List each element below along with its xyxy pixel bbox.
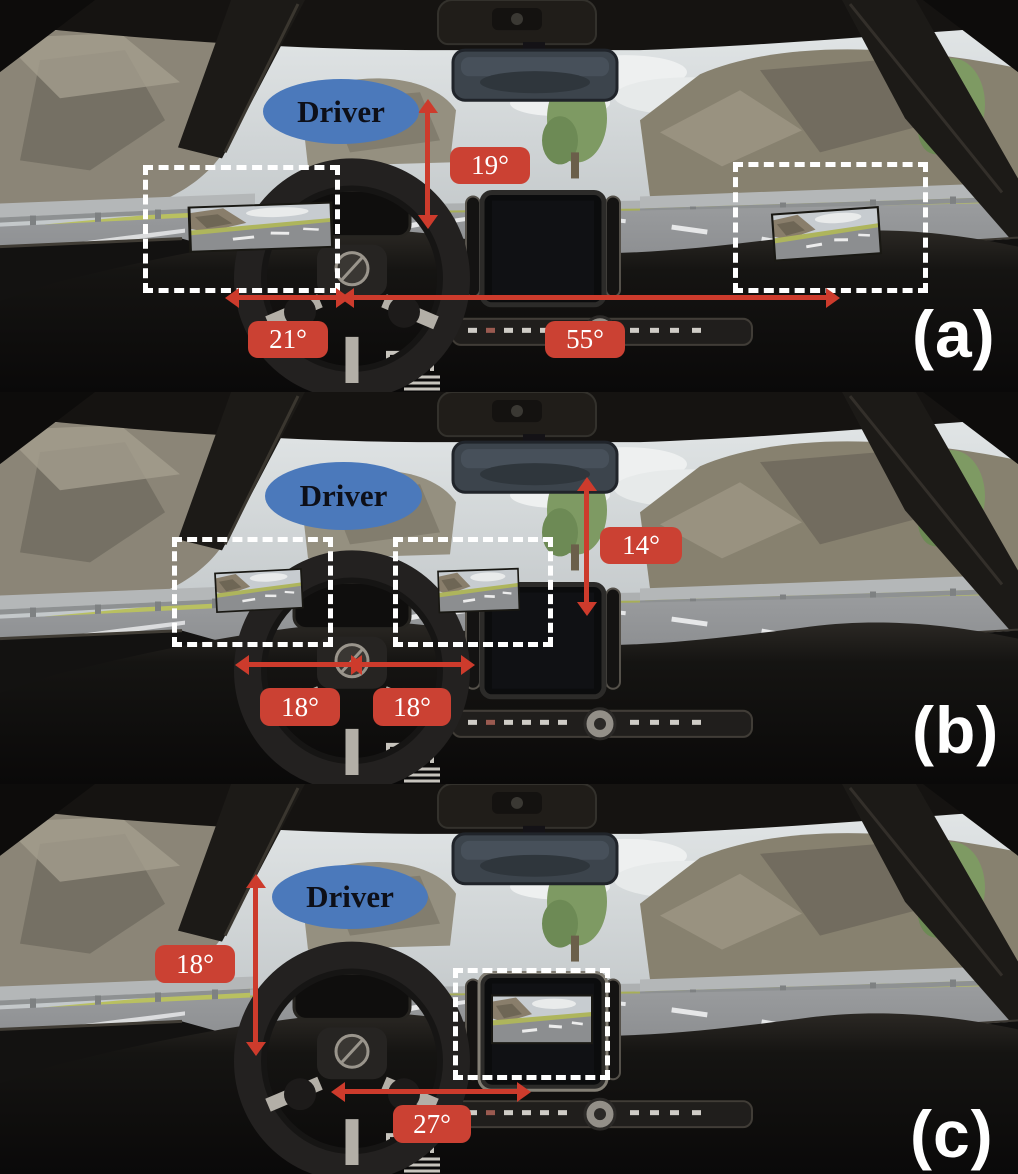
driver-label: Driver	[265, 462, 422, 530]
panel-letter-b: (b)	[912, 693, 1000, 767]
vertical-fov-arrow	[245, 874, 266, 1056]
highlight-box-right-display	[733, 162, 928, 293]
left-fov-badge: 21°	[248, 321, 328, 358]
right-fov-arrow	[340, 287, 840, 308]
highlight-box-left-display	[143, 165, 340, 293]
vertical-fov-arrow	[417, 99, 438, 229]
panel-a: Driver 19° 21° 55° (a)	[0, 0, 1018, 392]
panel-b: Driver 14° 18° 18° (b)	[0, 392, 1018, 784]
panel-letter-c: (c)	[910, 1097, 994, 1171]
driver-label: Driver	[272, 865, 428, 929]
panel-c: Driver 18° 27° (c)	[0, 784, 1018, 1174]
driver-label: Driver	[263, 79, 419, 144]
highlight-box-center-display	[393, 537, 553, 647]
left-fov-arrow	[235, 654, 365, 675]
vertical-fov-badge: 14°	[600, 527, 682, 564]
highlight-box-left-display	[172, 537, 333, 647]
right-fov-badge: 55°	[545, 321, 625, 358]
horizontal-fov-badge: 27°	[393, 1105, 471, 1143]
vertical-fov-arrow	[576, 477, 597, 616]
right-fov-badge: 18°	[373, 688, 451, 726]
vertical-fov-badge: 18°	[155, 945, 235, 983]
left-fov-arrow	[225, 287, 350, 308]
highlight-box-center-display	[453, 968, 610, 1080]
right-fov-arrow	[348, 654, 475, 675]
vertical-fov-badge: 19°	[450, 147, 530, 184]
left-fov-badge: 18°	[260, 688, 340, 726]
panel-letter-a: (a)	[912, 297, 996, 371]
horizontal-fov-arrow	[331, 1081, 531, 1102]
